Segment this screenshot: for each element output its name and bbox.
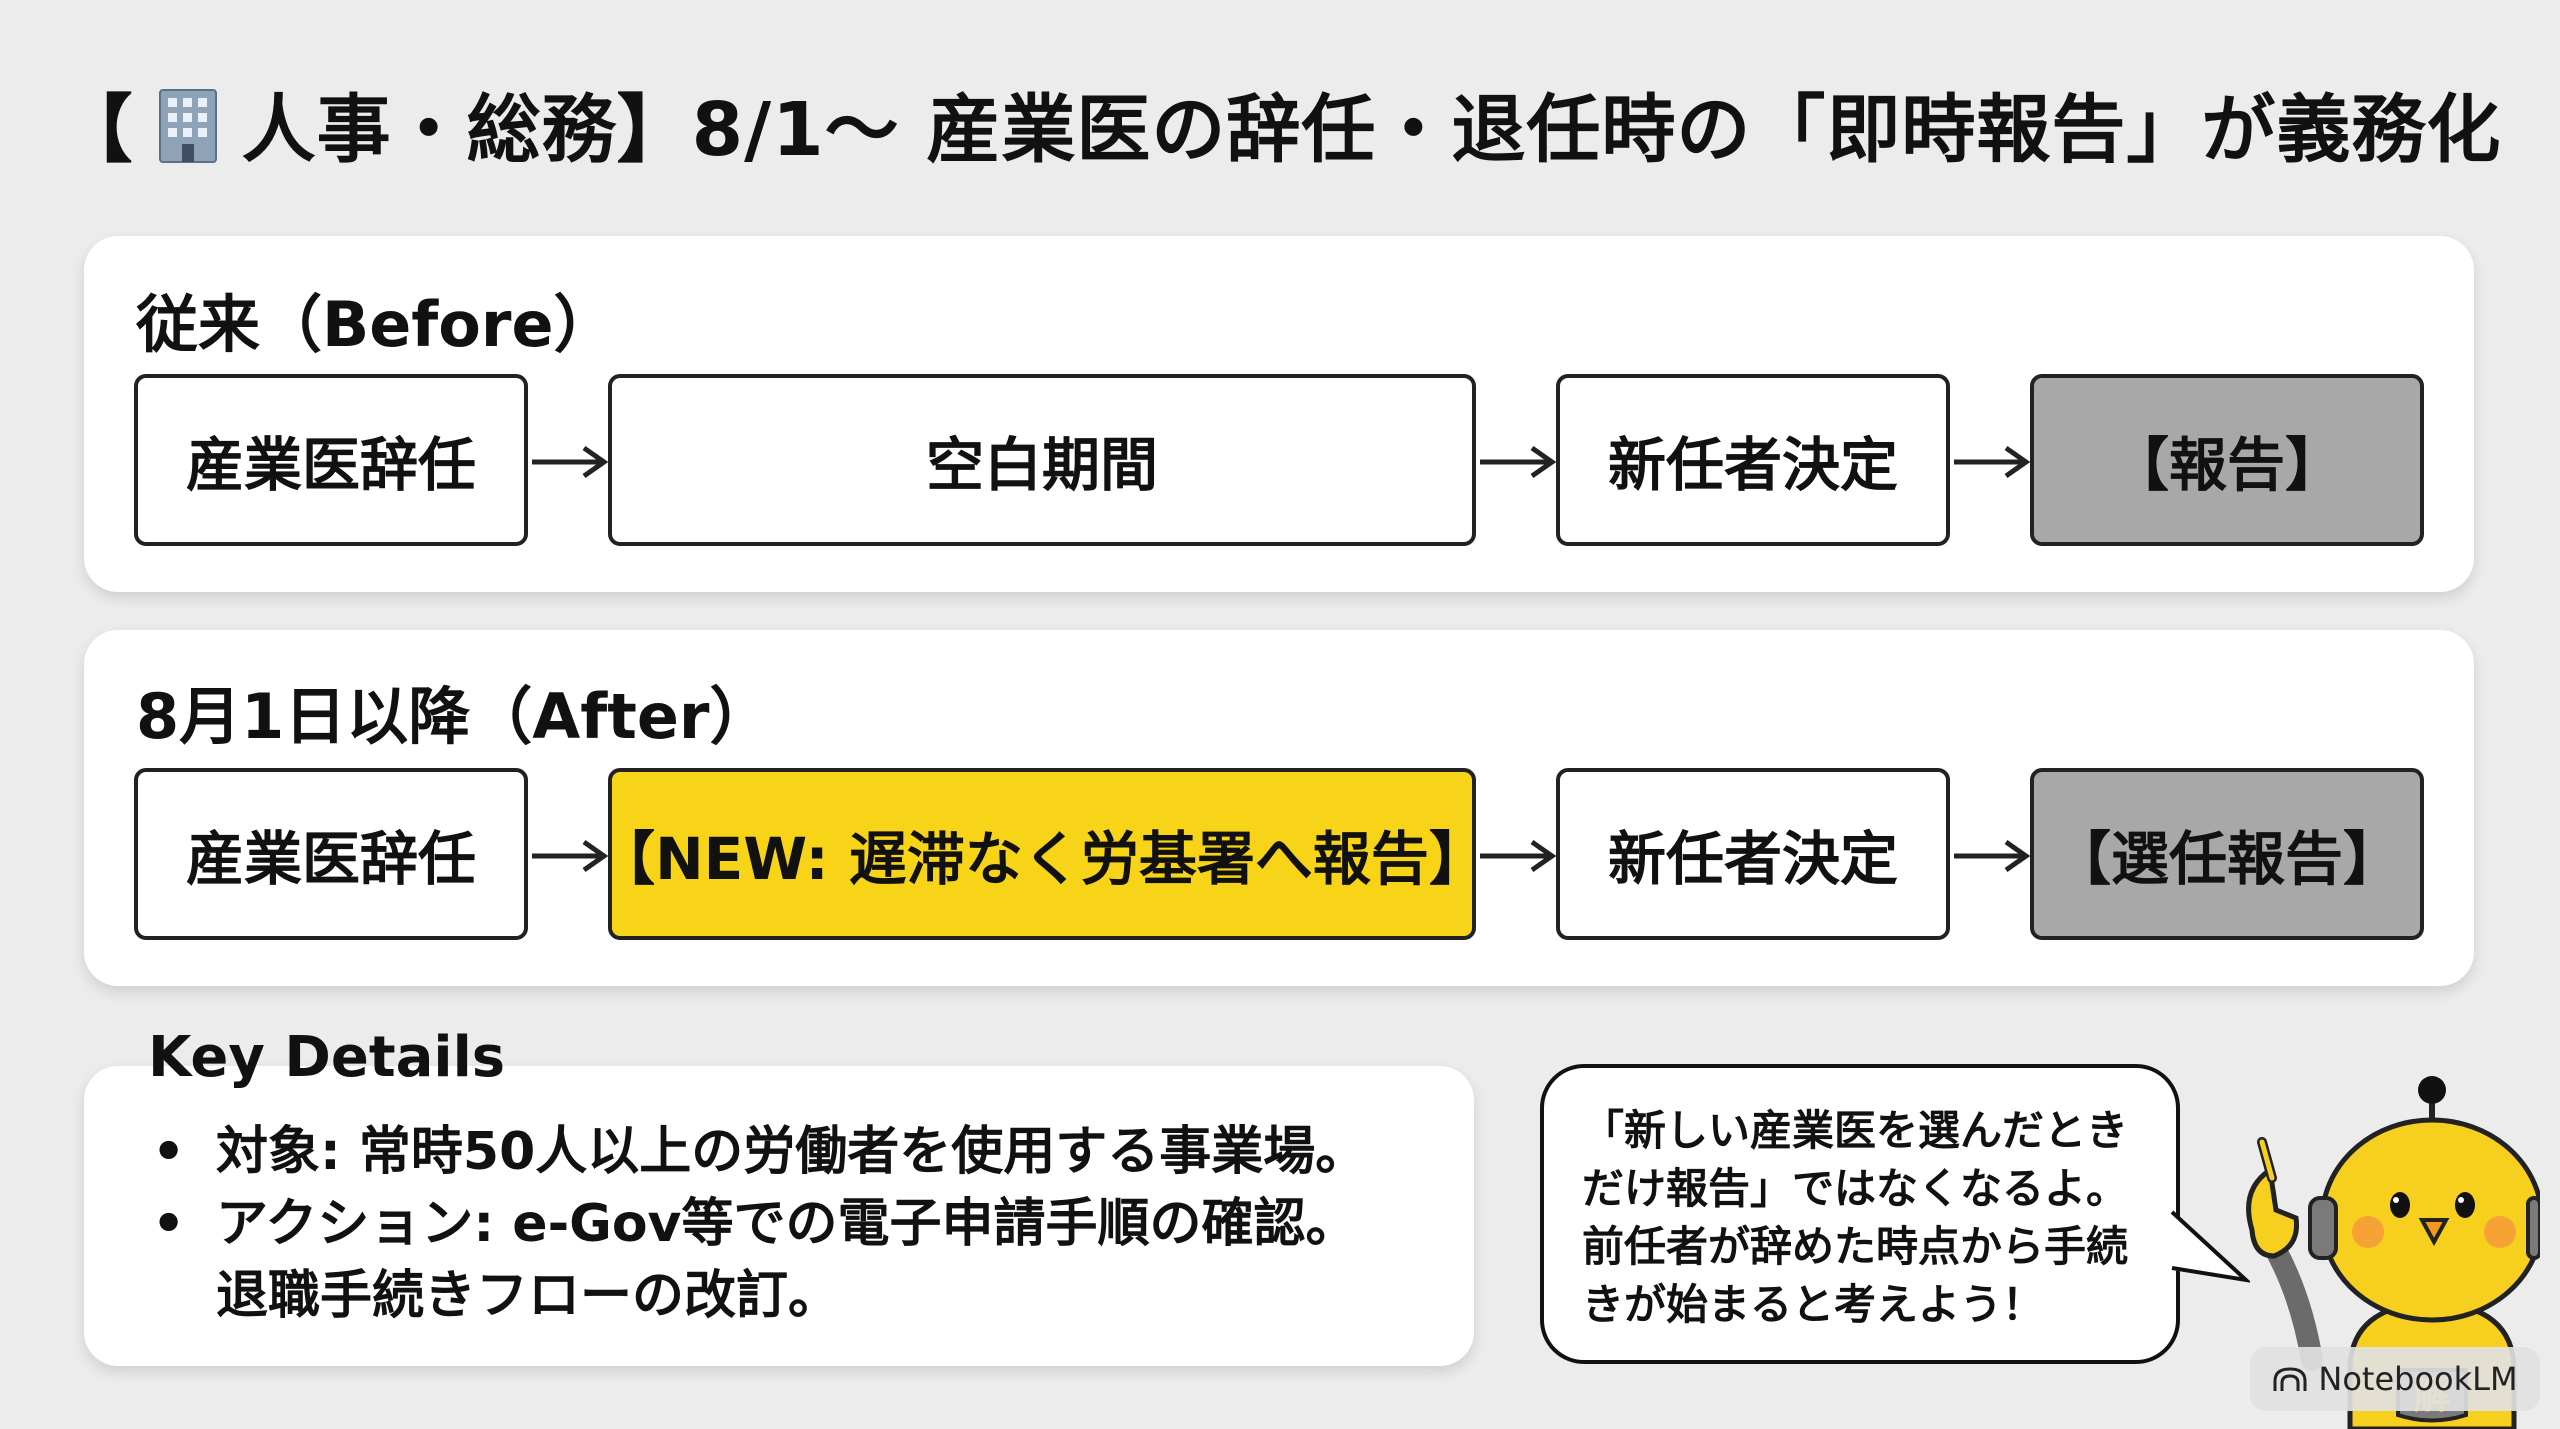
key-details-panel: • 対象: 常時50人以上の労働者を使用する事業場。 • アクション: e-Go…: [84, 1066, 1474, 1366]
notebooklm-logo-icon: [2273, 1367, 2307, 1391]
arrow-right-icon: [1480, 445, 1557, 479]
after-step-appointment-report: 【選任報告】: [2030, 768, 2424, 940]
list-item: • アクション: e-Gov等での電子申請手順の確認。退職手続きフローの改訂。: [144, 1188, 1396, 1332]
title-text: 人事・総務】8/1〜 産業医の辞任・退任時の「即時報告」が義務化: [241, 87, 2502, 173]
office-building-icon: [158, 88, 217, 163]
notebooklm-badge: NotebookLM: [2250, 1347, 2540, 1411]
before-label: 従来（Before）: [136, 288, 616, 361]
after-label: 8月1日以降（After）: [136, 680, 772, 753]
bullet-icon: •: [152, 1194, 186, 1254]
bullet-icon: •: [152, 1122, 186, 1182]
page-title: 【 人事・総務】8/1〜 産業医の辞任・退任時の「即時報告」が義務化: [0, 70, 2560, 177]
arrow-right-icon: [532, 445, 609, 479]
key-detail-text: 対象: 常時50人以上の労働者を使用する事業場。: [216, 1122, 1368, 1182]
key-details-list: • 対象: 常時50人以上の労働者を使用する事業場。 • アクション: e-Go…: [144, 1116, 1456, 1332]
before-step-resign: 産業医辞任: [134, 374, 528, 546]
speech-bubble-text: 「新しい産業医を選んだときだけ報告」ではなくなるよ。前任者が辞めた時点から手続き…: [1582, 1106, 2129, 1329]
after-step-new-report: 【NEW: 遅滞なく労基署へ報告】: [597, 768, 1487, 940]
before-step-new-appointee: 新任者決定: [1556, 374, 1950, 546]
title-open-bracket: 【: [58, 87, 134, 173]
arrow-right-icon: [1480, 839, 1557, 873]
speech-bubble-tail: [2170, 1210, 2250, 1283]
after-step-resign: 産業医辞任: [134, 768, 528, 940]
arrow-right-icon: [1954, 839, 2031, 873]
arrow-right-icon: [532, 839, 609, 873]
before-step-gap: 空白期間: [608, 374, 1476, 546]
after-step-new-appointee: 新任者決定: [1556, 768, 1950, 940]
arrow-right-icon: [1954, 445, 2031, 479]
badge-text: NotebookLM: [2318, 1360, 2518, 1398]
key-detail-text: アクション: e-Gov等での電子申請手順の確認。退職手続きフローの改訂。: [216, 1194, 1358, 1326]
list-item: • 対象: 常時50人以上の労働者を使用する事業場。: [144, 1116, 1456, 1188]
key-details-label: Key Details: [148, 1025, 506, 1090]
speech-bubble: 「新しい産業医を選んだときだけ報告」ではなくなるよ。前任者が辞めた時点から手続き…: [1540, 1064, 2180, 1364]
before-step-report: 【報告】: [2030, 374, 2424, 546]
